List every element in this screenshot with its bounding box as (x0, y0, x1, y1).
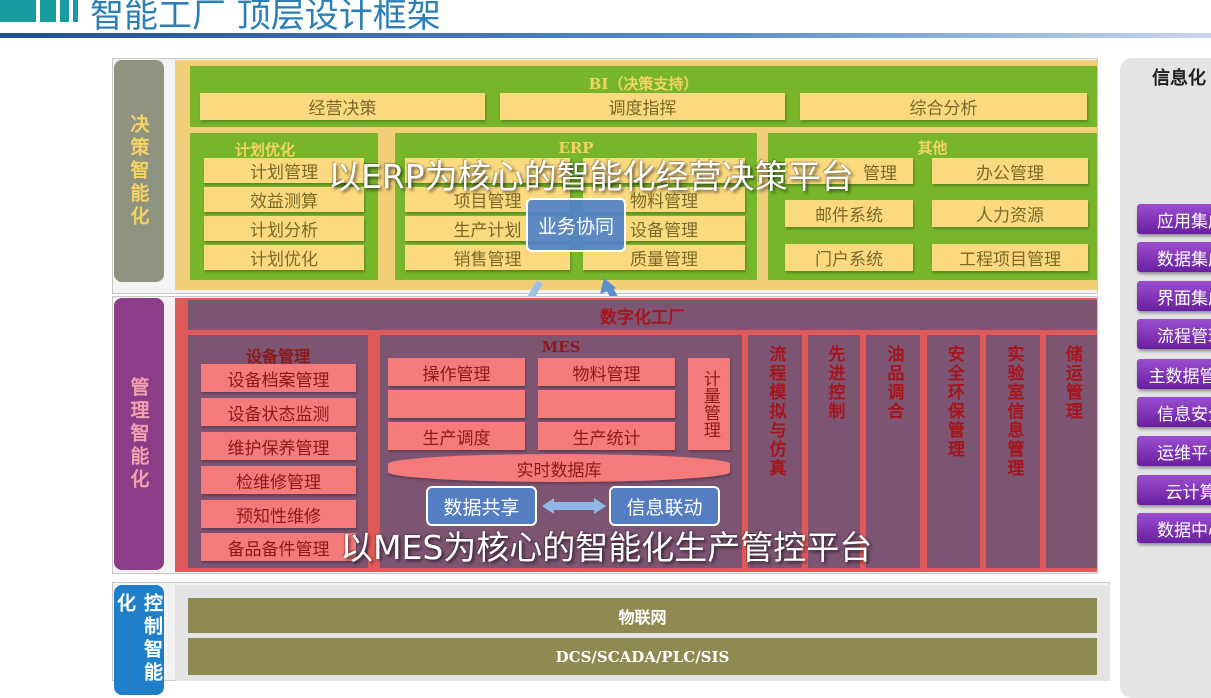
other-item: 门户系统 (785, 244, 913, 271)
info-item: 运维平台 (1137, 436, 1211, 466)
page-title: 智能工厂 顶层设计框架 (90, 0, 441, 36)
info-item: 数据中心 (1137, 513, 1211, 543)
other-item: 邮件系统 (785, 200, 913, 227)
iot-bar: 物联网 (188, 598, 1097, 633)
mes-item: 生产统计 (538, 422, 675, 450)
equipment-item: 备品备件管理 (201, 533, 356, 561)
bi-item: 经营决策 (200, 93, 485, 120)
module-column: 流程模拟与仿真 (748, 335, 802, 568)
plan-item: 效益测算 (204, 187, 364, 212)
double-arrow-icon (542, 498, 606, 514)
mes-platform-caption: 以MES为核心的智能化生产管控平台 (340, 528, 873, 567)
info-item: 界面集成 (1137, 281, 1211, 311)
dcs-bar: DCS/SCADA/PLC/SIS (188, 638, 1097, 675)
plan-title: 计划优化 (234, 141, 295, 159)
data-share-button[interactable]: 数据共享 (426, 486, 537, 526)
decision-label: 决策智能化 (114, 60, 164, 282)
equipment-item: 预知性维修 (201, 500, 356, 528)
mes-item: 操作管理 (388, 358, 525, 386)
plan-item: 计划优化 (204, 245, 364, 270)
info-link-button[interactable]: 信息联动 (609, 486, 720, 526)
info-item: 云计算 (1137, 475, 1211, 505)
erp-item (583, 158, 745, 183)
bi-item: 调度指挥 (500, 93, 785, 120)
other-item: 办公管理 (932, 158, 1088, 184)
mes-item (538, 390, 675, 418)
erp-item (405, 158, 570, 183)
mes-item (388, 390, 525, 418)
metering-management: 计量管理 (688, 358, 730, 450)
info-item: 应用集成 (1137, 204, 1211, 234)
info-item: 流程管理 (1137, 319, 1211, 349)
module-column: 油品调合 (866, 335, 920, 568)
realtime-database: 实时数据库 (388, 454, 730, 482)
equipment-item: 维护保养管理 (201, 432, 356, 460)
erp-item: 质量管理 (583, 245, 745, 270)
management-label: 管理智能化 (114, 298, 164, 570)
arrow-up-head (600, 278, 616, 294)
title-underline (0, 33, 1211, 38)
equipment-item: 检维修管理 (201, 466, 356, 494)
module-column: 储运管理 (1046, 335, 1097, 568)
title-logo-bars (0, 0, 78, 22)
other-item: 管理 (785, 158, 913, 184)
other-item: 工程项目管理 (932, 244, 1088, 271)
other-item: 人力资源 (932, 200, 1088, 227)
info-item: 信息安全 (1137, 397, 1211, 427)
control-label: 控制智能化 (114, 585, 164, 695)
bi-title: BI（决策支持） (588, 75, 699, 93)
plan-item: 计划分析 (204, 216, 364, 241)
equipment-item: 设备状态监测 (201, 398, 356, 426)
module-column: 先进控制 (808, 335, 860, 568)
business-collab-button[interactable]: 业务协同 (526, 198, 626, 252)
info-item: 主数据管理 (1137, 359, 1211, 389)
erp-title: ERP (558, 139, 594, 157)
equipment-title: 设备管理 (245, 347, 310, 366)
module-column: 实验室信息管理 (986, 335, 1040, 568)
info-title: 信息化 (1152, 68, 1206, 89)
bi-item: 综合分析 (800, 93, 1087, 120)
mes-item: 生产调度 (388, 422, 525, 450)
mes-item: 物料管理 (538, 358, 675, 386)
mes-title: MES (541, 338, 581, 356)
module-column: 安全环保管理 (927, 335, 980, 568)
other-title: 其他 (917, 139, 948, 157)
info-item: 数据集成 (1137, 242, 1211, 272)
equipment-item: 设备档案管理 (201, 364, 356, 392)
erp-platform-caption: 以ERP为核心的智能化经营决策平台 (328, 157, 854, 196)
digital-factory-header: 数字化工厂 (188, 300, 1097, 330)
plan-item: 计划管理 (204, 158, 364, 183)
